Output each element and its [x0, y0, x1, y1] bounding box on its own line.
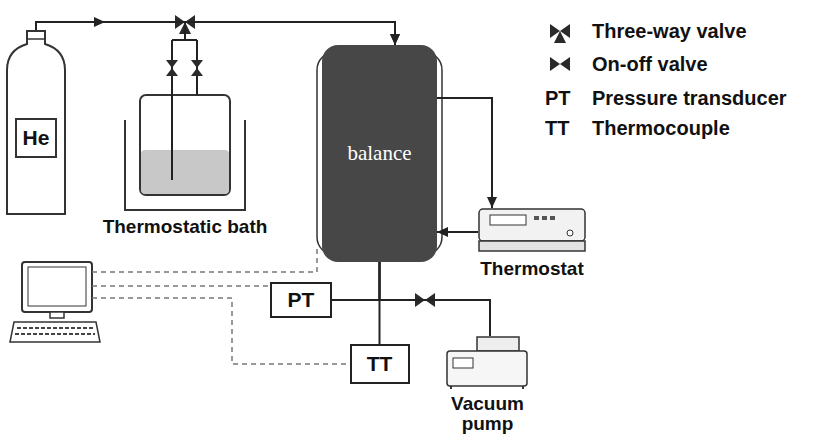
- node-text: TT: [367, 352, 393, 376]
- on-off-valve: [166, 68, 178, 76]
- node-caption: Vacuum pump: [445, 394, 530, 434]
- thermostat-knob: [567, 230, 573, 236]
- bath-drawing: [98, 40, 272, 215]
- liquid: [141, 150, 229, 194]
- arrowhead: [487, 197, 497, 208]
- pipe-connector: [332, 262, 380, 300]
- node-caption: Thermostat: [478, 258, 586, 280]
- on-off-valve: [166, 60, 178, 68]
- thermostat-button: [550, 216, 555, 220]
- monitor-stand: [50, 312, 64, 318]
- thermostat-button: [534, 216, 539, 220]
- node-text: Thermostat: [480, 258, 583, 280]
- computer-screen: [28, 267, 86, 306]
- signal-line: [92, 285, 270, 287]
- sensor-box: TT: [350, 344, 410, 384]
- thermostat-unit: Thermostat: [478, 208, 586, 280]
- pipe-connector: [185, 22, 400, 45]
- pipe-connector: [36, 22, 400, 45]
- legend-symbol-label: PT: [545, 86, 571, 110]
- signal-line: [92, 248, 317, 272]
- gas-cylinder: He: [6, 30, 66, 215]
- computer-keyboard: [10, 322, 100, 342]
- keyboard-keys: [15, 333, 95, 335]
- arrowhead: [437, 227, 448, 237]
- legend-three-way-valve: [554, 31, 566, 43]
- node-caption: Thermostatic bath: [98, 216, 272, 238]
- node-text: He: [23, 126, 50, 150]
- thermostatic-bath: Thermostatic bath: [98, 40, 272, 240]
- legend-text: On-off valve: [592, 52, 708, 76]
- pump-body: [447, 351, 527, 386]
- balance-chamber: balance: [322, 45, 437, 262]
- legend-text: Three-way valve: [592, 19, 747, 43]
- node-text: Thermostatic bath: [103, 216, 268, 238]
- pump-foot: [522, 386, 524, 389]
- thermostat-button: [542, 216, 547, 220]
- node-text: PT: [288, 288, 315, 312]
- pump-drawing: [445, 336, 530, 390]
- pipe: [172, 39, 197, 41]
- pump-head: [477, 337, 519, 351]
- sensor-box: PT: [270, 282, 332, 318]
- cylinder-valve: [27, 38, 45, 40]
- node-text: Vacuum pump: [445, 394, 530, 434]
- pump-foot: [450, 386, 452, 389]
- pipe-line: [437, 98, 492, 208]
- on-off-valve: [191, 60, 203, 68]
- legend-symbol-label: TT: [545, 116, 569, 140]
- pipe-line: [332, 262, 380, 300]
- pump-panel: [453, 358, 473, 368]
- legend-on-off-valve: [560, 57, 570, 71]
- computer-monitor: [22, 262, 92, 312]
- arrowhead: [390, 34, 400, 45]
- vacuum-pump: Vacuum pump: [445, 336, 530, 436]
- pipe-connector: [437, 227, 478, 237]
- arrowhead: [390, 34, 400, 45]
- cylinder-body: [7, 31, 65, 214]
- keyboard-keys: [17, 327, 93, 329]
- sample-vessel: [140, 95, 230, 195]
- node-text: balance: [347, 141, 411, 166]
- thermostat-body: [479, 209, 585, 241]
- pipe-line: [380, 262, 491, 336]
- thermostat-base: [479, 241, 585, 251]
- pipe-connector: [380, 262, 491, 336]
- label-plate: He: [15, 118, 57, 158]
- legend-text: Pressure transducer: [592, 86, 787, 110]
- legend-text: Thermocouple: [592, 116, 730, 140]
- on-off-valve: [191, 68, 203, 76]
- pipe-line: [36, 22, 395, 45]
- legend-on-off-valve: [550, 57, 560, 71]
- pipe-connector: [437, 98, 497, 208]
- thermostat-display: [490, 215, 526, 225]
- pipe-line: [185, 22, 395, 45]
- thermostat-drawing: [478, 208, 586, 252]
